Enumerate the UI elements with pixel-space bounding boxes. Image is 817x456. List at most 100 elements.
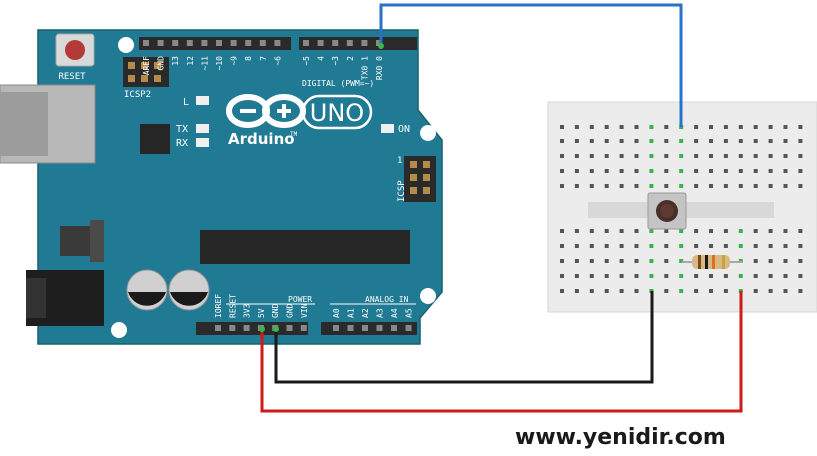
- breadboard-hole: [753, 229, 758, 233]
- breadboard-hole: [679, 169, 684, 173]
- breadboard-hole: [783, 289, 788, 293]
- brand-trademark: TM: [290, 131, 298, 138]
- led-rx: [196, 138, 209, 147]
- breadboard-hole: [649, 125, 654, 129]
- digital-pin[interactable]: [376, 40, 382, 46]
- push-button[interactable]: [647, 192, 687, 230]
- analog-pin[interactable]: [362, 325, 368, 331]
- breadboard-hole: [649, 139, 654, 143]
- digital-pin-label: ~6: [273, 56, 282, 66]
- breadboard-hole: [709, 125, 713, 129]
- digital-pin[interactable]: [259, 40, 266, 46]
- breadboard-hole: [560, 244, 564, 248]
- breadboard-hole: [649, 184, 654, 188]
- breadboard-hole: [634, 154, 639, 158]
- icsp2-pin: [141, 75, 148, 82]
- breadboard-hole: [574, 274, 579, 278]
- breadboard-hole: [589, 154, 594, 158]
- breadboard-hole: [560, 169, 564, 173]
- led-l-label: L: [183, 97, 189, 108]
- digital-pin[interactable]: [303, 40, 309, 46]
- icsp-pin: [423, 161, 430, 168]
- breadboard-hole: [634, 259, 639, 263]
- breadboard-hole: [768, 169, 773, 173]
- breadboard-hole: [694, 169, 699, 173]
- icsp-pins: [410, 161, 430, 194]
- breadboard-hole: [619, 244, 624, 248]
- analog-pin[interactable]: [347, 325, 354, 331]
- power-header: [196, 322, 308, 335]
- analog-pin[interactable]: [391, 325, 397, 331]
- power-pin[interactable]: [243, 325, 250, 331]
- breadboard-hole: [709, 169, 713, 173]
- breadboard-hole: [798, 125, 803, 129]
- breadboard-hole: [723, 184, 728, 188]
- digital-pin[interactable]: [216, 40, 222, 46]
- power-pin[interactable]: [286, 325, 293, 331]
- power-pin[interactable]: [215, 325, 221, 331]
- breadboard-hole: [589, 184, 594, 188]
- breadboard-hole: [664, 229, 669, 233]
- usb-connector-face: [0, 92, 48, 156]
- analog-pin[interactable]: [333, 325, 339, 331]
- digital-pin[interactable]: [346, 40, 353, 46]
- analog-pin-label: A3: [376, 308, 385, 318]
- digital-pin-label: 8: [244, 56, 253, 61]
- breadboard-hole: [664, 139, 669, 143]
- breadboard-hole: [798, 259, 803, 263]
- breadboard-hole: [589, 274, 594, 278]
- breadboard-hole: [709, 184, 713, 188]
- breadboard-hole: [753, 169, 758, 173]
- power-pin[interactable]: [229, 325, 236, 331]
- breadboard-hole: [709, 229, 713, 233]
- breadboard-hole: [574, 244, 579, 248]
- breadboard-hole: [604, 259, 609, 263]
- breadboard-hole: [768, 274, 773, 278]
- digital-pin[interactable]: [361, 40, 368, 46]
- reset-button[interactable]: [65, 40, 85, 60]
- analog-pin[interactable]: [405, 325, 412, 331]
- breadboard-hole: [694, 184, 699, 188]
- breadboard-hole: [634, 289, 639, 293]
- mount-hole: [118, 37, 134, 53]
- power-pin-label: VIN: [300, 303, 309, 318]
- digital-pin[interactable]: [230, 40, 237, 46]
- digital-pin[interactable]: [317, 40, 324, 46]
- reset-label: RESET: [58, 72, 86, 82]
- digital-pin[interactable]: [186, 40, 193, 46]
- breadboard-hole: [768, 154, 773, 158]
- icsp-pin: [410, 161, 417, 168]
- power-pin-label: RESET: [228, 294, 237, 318]
- breadboard-hole: [604, 154, 609, 158]
- power-pin[interactable]: [300, 325, 307, 331]
- wires: [259, 3, 743, 413]
- power-pin-label: 5V: [257, 308, 266, 318]
- digital-pin-label: TX0 1: [360, 56, 369, 80]
- capacitor: [168, 269, 210, 311]
- breadboard-hole: [589, 139, 594, 143]
- analog-pin[interactable]: [376, 325, 383, 331]
- digital-pin[interactable]: [157, 40, 164, 46]
- wire-end: [259, 326, 265, 332]
- breadboard-hole: [753, 289, 758, 293]
- digital-pin[interactable]: [245, 40, 252, 46]
- breadboard-hole: [753, 259, 758, 263]
- led-l: [196, 96, 209, 105]
- digital-pin-label: ~5: [302, 56, 311, 66]
- digital-pin[interactable]: [274, 40, 281, 46]
- breadboard-hole: [738, 274, 743, 278]
- breadboard-hole: [619, 274, 624, 278]
- digital-label: DIGITAL (PWM=~): [302, 79, 374, 88]
- digital-pin[interactable]: [143, 40, 149, 46]
- breadboard-hole: [589, 289, 594, 293]
- digital-pin[interactable]: [332, 40, 339, 46]
- digital-pin[interactable]: [172, 40, 179, 46]
- breadboard-hole: [604, 125, 609, 129]
- breadboard-hole: [589, 169, 594, 173]
- digital-pins: [143, 40, 382, 46]
- digital-pin[interactable]: [201, 40, 208, 46]
- breadboard-hole: [574, 259, 579, 263]
- icsp-pin: [410, 187, 417, 194]
